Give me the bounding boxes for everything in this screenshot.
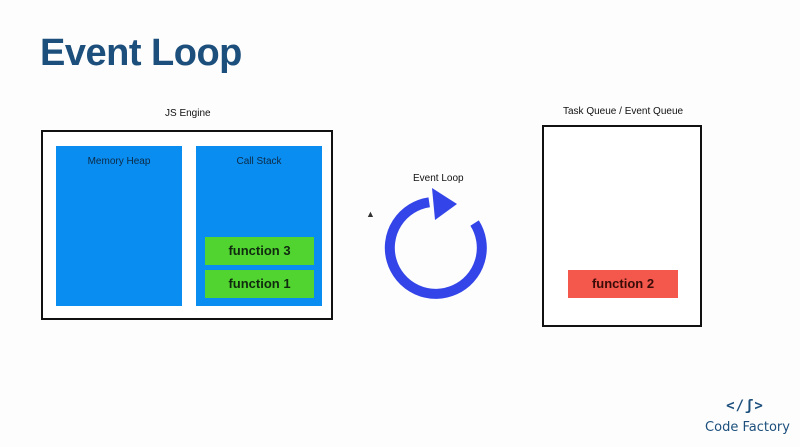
task-queue-item: function 2 bbox=[568, 270, 678, 298]
task-queue-label: Task Queue / Event Queue bbox=[563, 106, 684, 117]
memory-heap-label: Memory Heap bbox=[87, 156, 151, 167]
code-factory-logo-mark: </ʃ> bbox=[726, 398, 764, 414]
call-stack-panel: Call Stack function 3 function 1 bbox=[196, 146, 322, 306]
js-engine-box: Memory Heap Call Stack function 3 functi… bbox=[41, 130, 333, 320]
mouse-cursor-icon: ▲ bbox=[366, 209, 375, 219]
call-stack-item: function 1 bbox=[205, 270, 314, 298]
js-engine-label: JS Engine bbox=[165, 108, 211, 119]
call-stack-item: function 3 bbox=[205, 237, 314, 265]
circular-arrow-icon bbox=[384, 188, 487, 299]
task-queue-box: function 2 bbox=[542, 125, 702, 327]
call-stack-label: Call Stack bbox=[236, 156, 282, 167]
memory-heap-panel: Memory Heap bbox=[56, 146, 182, 306]
code-factory-logo-text: Code Factory bbox=[705, 420, 790, 435]
code-factory-logo: </ʃ> Code Factory bbox=[700, 398, 795, 440]
slide-title: Event Loop bbox=[40, 32, 242, 74]
event-loop-label: Event Loop bbox=[413, 173, 464, 184]
